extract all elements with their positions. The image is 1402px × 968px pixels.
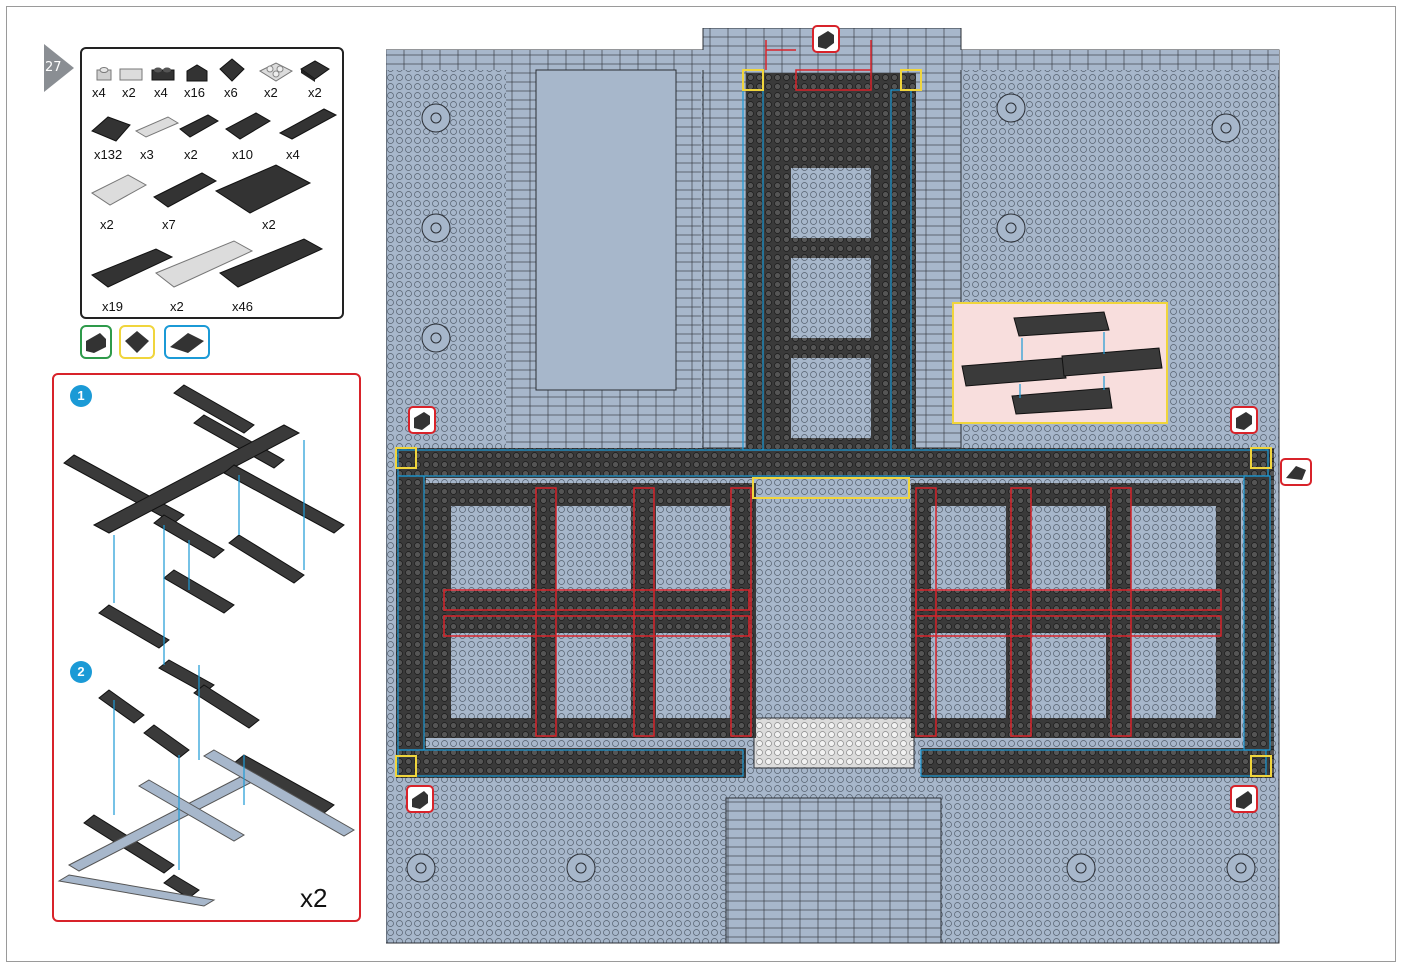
step-1-badge: 1 [70, 385, 92, 407]
legend-blue [164, 325, 210, 359]
part-2x8-plate-light [154, 237, 254, 299]
slope-brick-icon [1236, 412, 1252, 430]
part-1x2-brick [150, 64, 176, 86]
callout-slope-bottom-right [1230, 785, 1258, 813]
part-qty: x46 [232, 299, 253, 314]
part-wedge [218, 57, 246, 87]
part-qty: x10 [232, 147, 253, 162]
part-qty: x7 [162, 217, 176, 232]
part-4x6-brick [214, 161, 312, 221]
multiplier-label: x2 [300, 883, 328, 913]
callout-slope-right [1230, 406, 1258, 434]
page-number-tab [44, 44, 74, 92]
part-qty: x2 [264, 85, 278, 100]
part-2x6-brick [152, 169, 218, 217]
legend-yellow [119, 325, 155, 359]
part-qty: x2 [122, 85, 136, 100]
baseplate-layout [385, 27, 1280, 944]
wedge-brick-icon [125, 331, 149, 353]
part-qty: x4 [286, 147, 300, 162]
part-1x4-tile [134, 115, 180, 143]
slope-brick-icon [818, 31, 834, 49]
part-2x8-brick [90, 245, 174, 297]
substep-illustration [57, 384, 355, 907]
part-2x3-slope [90, 111, 134, 147]
page-frame [6, 6, 1396, 962]
callout-slope-bottom-left [406, 785, 434, 813]
callout-slope-top [812, 25, 840, 53]
step-2-badge: 2 [70, 661, 92, 683]
part-qty: x132 [94, 147, 123, 162]
part-qty: x6 [224, 85, 238, 100]
slope-brick-icon [1236, 791, 1252, 809]
slope-brick-icon [86, 333, 106, 353]
slope-brick-icon [1286, 466, 1306, 480]
part-2x4-brick [224, 109, 272, 147]
slope-brick-icon [414, 412, 430, 430]
part-qty: x16 [184, 85, 205, 100]
assembly-inset [952, 302, 1168, 424]
parts-list: x4 x2 x4 x16 x6 x2 x2 x132 x3 x2 x10 x4 … [80, 47, 344, 319]
part-1x6-brick [278, 107, 338, 147]
part-corner-plate [256, 57, 296, 89]
stacked-bricks-illustration [961, 311, 1163, 415]
part-qty: x2 [262, 217, 276, 232]
part-qty: x2 [170, 299, 184, 314]
part-1x2-tile [118, 66, 144, 86]
build-plan [385, 27, 1281, 949]
callout-slope-side [1280, 458, 1312, 486]
part-2x4-plate-light [90, 171, 148, 215]
slope-brick-icon [412, 791, 428, 809]
part-qty: x19 [102, 299, 123, 314]
part-qty: x2 [308, 85, 322, 100]
part-2x10-brick [218, 235, 324, 297]
callout-slope-left [408, 406, 436, 434]
part-slope-brick [184, 61, 210, 87]
substeps-panel: 1 2 x2 [52, 373, 361, 922]
part-1x3-brick [178, 111, 220, 145]
part-qty: x2 [184, 147, 198, 162]
part-1x1-brick [94, 65, 114, 85]
part-qty: x2 [100, 217, 114, 232]
page-number: 27 [45, 60, 62, 75]
legend-green [80, 325, 112, 359]
part-qty: x3 [140, 147, 154, 162]
slope-brick-icon [170, 333, 204, 353]
part-qty: x4 [92, 85, 106, 100]
part-qty: x4 [154, 85, 168, 100]
part-2x2-brick [298, 55, 332, 87]
